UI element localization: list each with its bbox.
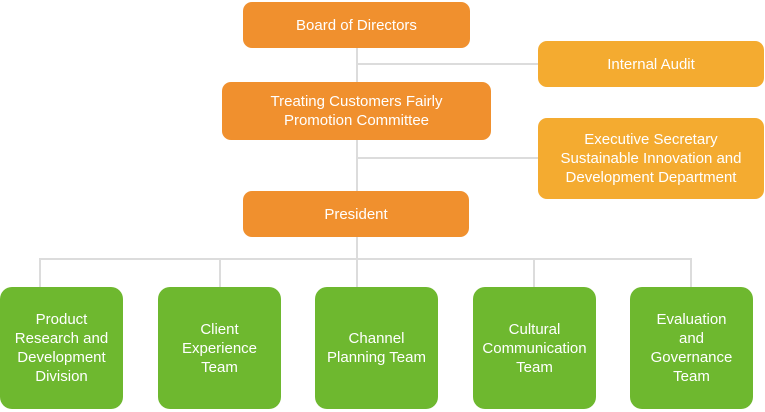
node-label-line: Executive Secretary	[584, 131, 718, 148]
connector-teams-horizontal	[39, 258, 692, 260]
node-label: President	[324, 205, 388, 223]
team-label-line: Planning Team	[327, 349, 426, 366]
team-label-line: Team	[673, 368, 710, 385]
team-label-line: and	[678, 330, 705, 347]
team-label-line: Team	[516, 358, 553, 376]
team-label-line: Client	[200, 320, 239, 338]
connector-internal-audit	[357, 63, 538, 65]
connector-exec-secretary	[357, 157, 538, 159]
node-executive-secretary: Executive Secretary Sustainable Innovati…	[538, 118, 764, 199]
node-label-line: Development Department	[565, 169, 737, 186]
node-label-line: Sustainable Innovation and	[560, 150, 742, 167]
team-label-line: Governance	[650, 349, 733, 366]
team-label-line: Development	[17, 349, 106, 366]
connector-team-3	[356, 258, 358, 287]
node-president: President	[243, 191, 469, 237]
node-label-line: Treating Customers Fairly	[270, 93, 443, 110]
team-label-line: Evaluation	[656, 311, 727, 328]
team-client-experience: Client Experience Team	[158, 287, 281, 409]
team-label-line: Product	[35, 311, 88, 328]
connector-team-2	[219, 258, 221, 287]
node-label: Board of Directors	[296, 16, 417, 34]
node-label-line: Promotion Committee	[283, 112, 430, 129]
team-label-line: Communication	[482, 339, 587, 357]
team-label-line: Team	[201, 358, 238, 376]
connector-main-vertical	[356, 48, 358, 260]
connector-team-5	[690, 258, 692, 287]
node-label: Internal Audit	[607, 55, 695, 73]
team-label-line: Research and	[14, 330, 109, 347]
node-internal-audit: Internal Audit	[538, 41, 764, 87]
team-label-line: Cultural	[508, 320, 561, 338]
connector-team-1	[39, 258, 41, 287]
connector-team-4	[533, 258, 535, 287]
team-channel-planning: Channel Planning Team	[315, 287, 438, 409]
team-evaluation-governance: Evaluation and Governance Team	[630, 287, 753, 409]
node-board-of-directors: Board of Directors	[243, 2, 470, 48]
team-label-line: Channel	[348, 330, 405, 347]
node-tcf-promotion-committee: Treating Customers Fairly Promotion Comm…	[222, 82, 491, 140]
team-product-rd-division: Product Research and Development Divisio…	[0, 287, 123, 409]
team-cultural-communication: Cultural Communication Team	[473, 287, 596, 409]
team-label-line: Experience	[181, 339, 258, 357]
team-label-line: Division	[35, 368, 88, 385]
